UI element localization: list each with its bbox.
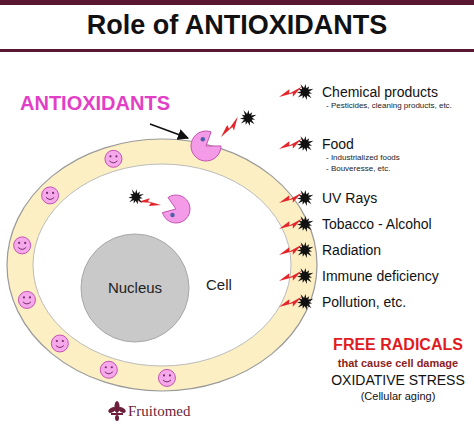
free-radicals-heading: FREE RADICALS [326, 336, 470, 354]
antioxidant-smileys [14, 150, 176, 386]
lightning-bolt [278, 193, 303, 206]
antioxidant-pacmen [162, 131, 221, 223]
cell-label: Cell [206, 276, 232, 293]
pacman-antioxidant [191, 131, 221, 161]
smiley-antioxidant [51, 335, 68, 352]
cellular-aging: (Cellular aging) [326, 390, 470, 403]
smiley-antioxidant [100, 361, 117, 378]
lightning-bolt [278, 245, 303, 258]
lightning-bolt [278, 87, 303, 100]
oxidative-stress: OXIDATIVE STRESS [326, 372, 470, 388]
header-bar [0, 0, 474, 5]
free-radical-burst [297, 216, 313, 232]
pacman-antioxidant [162, 195, 190, 223]
cell-outline: Cell Nucleus [6, 138, 318, 392]
logo-fleur [107, 401, 126, 421]
nucleus-circle: Nucleus [80, 233, 190, 343]
free-radical-burst [297, 294, 313, 310]
source-item: Tobacco - Alcohol [322, 216, 432, 232]
free-radicals-note: that cause cell damage [326, 357, 470, 370]
header-rule [0, 49, 474, 52]
nucleus-fill [81, 234, 189, 342]
lightning-bolt [217, 117, 242, 140]
source-item: Pollution, etc. [322, 294, 406, 310]
free-radical-burst [297, 190, 313, 206]
smiley-antioxidant [14, 237, 31, 254]
free-radical-burst [240, 110, 256, 126]
source-item: Food [322, 136, 354, 152]
source-item: Immune deficiency [322, 268, 439, 284]
lightning-bolt [278, 271, 303, 284]
free-radical-bolts [128, 84, 313, 310]
cell-membrane [7, 139, 317, 391]
free-radical-burst [128, 189, 144, 204]
lightning-bolt [278, 219, 303, 232]
logo-text: Fruitomed [128, 403, 191, 420]
source-item: Radiation [322, 242, 381, 258]
lightning-bolt [278, 139, 303, 152]
smiley-antioxidant [105, 150, 122, 167]
source-item: UV Rays [322, 190, 377, 206]
nucleus-label: Nucleus [108, 279, 162, 296]
source-detail: - Pesticides, cleaning products, etc. [326, 101, 452, 110]
free-radical-burst [297, 242, 313, 258]
free-radical-burst [297, 136, 313, 152]
free-radical-burst [297, 268, 313, 284]
smiley-antioxidant [42, 187, 59, 204]
cytoplasm [33, 164, 291, 366]
title: Role of ANTIOXIDANTS [0, 10, 474, 41]
pointer-arrow [150, 124, 188, 138]
antioxidants-label: ANTIOXIDANTS [20, 92, 170, 115]
source-item: Chemical products [322, 84, 438, 100]
source-detail: - Bouveresse, etc. [326, 164, 390, 173]
smiley-antioxidant [158, 369, 175, 386]
source-detail: - Industrialized foods [326, 153, 400, 162]
free-radical-burst [297, 84, 313, 100]
lightning-bolt [278, 297, 303, 310]
smiley-antioxidant [18, 291, 35, 308]
